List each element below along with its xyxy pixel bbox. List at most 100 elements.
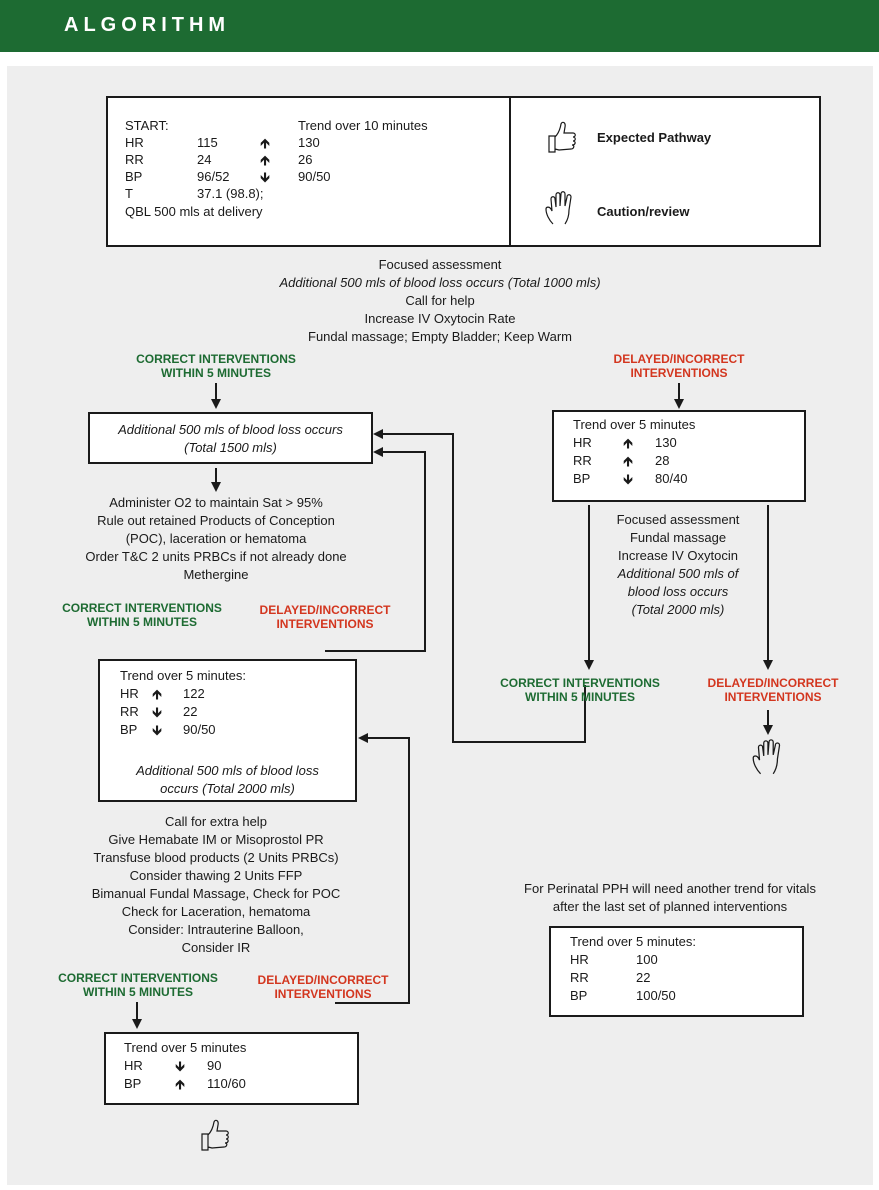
box-1500-line-2: (Total 1500 mls) <box>184 440 277 455</box>
open-hand-icon <box>543 190 579 228</box>
mid-trend-title: Trend over 5 minutes: <box>120 668 246 683</box>
after-2000-line-4: Consider thawing 2 Units FFP <box>129 868 303 883</box>
start-box-divider <box>509 97 511 246</box>
final-bp-key: BP <box>124 1076 142 1091</box>
mid-rr-key: RR <box>120 704 139 719</box>
focused-line-1: Focused assessment <box>378 257 502 272</box>
start-bp-value: 96/52 <box>197 169 230 184</box>
after-2000-line-2: Give Hemabate IM or Misoprostol PR <box>108 832 324 847</box>
mid-line-2: occurs (Total 2000 mls) <box>160 781 295 796</box>
start-label: START: <box>125 118 169 133</box>
arrow-up-icon: 🡹 <box>175 1076 186 1092</box>
right-trend-box <box>552 410 806 502</box>
focused-line-5: Fundal massage; Empty Bladder; Keep Warm <box>308 329 572 344</box>
arrow-up-icon: 🡹 <box>152 686 163 702</box>
box-1500-line-1: Additional 500 mls of blood loss occurs <box>118 422 343 437</box>
loop-delayed-to-mid <box>335 733 410 1004</box>
perinatal-rr-value: 22 <box>636 970 651 985</box>
page-title: ALGORITHM <box>64 14 231 36</box>
right-trend-title: Trend over 5 minutes <box>573 417 696 432</box>
open-hand-icon <box>750 738 788 778</box>
final-hr-key: HR <box>124 1058 143 1073</box>
perinatal-hr-value: 100 <box>636 952 658 967</box>
start-bp-key: BP <box>125 169 143 184</box>
mid-bp-key: BP <box>120 722 138 737</box>
after-1500-line-4: Order T&C 2 units PRBCs if not already d… <box>85 549 347 564</box>
perinatal-bp-key: BP <box>570 988 588 1003</box>
start-hr-key: HR <box>125 135 144 150</box>
perinatal-bp-value: 100/50 <box>636 988 676 1003</box>
arrow-down-icon: 🡻 <box>152 722 163 738</box>
focused-line-3: Call for help <box>405 293 475 308</box>
right-text-line-5: blood loss occurs <box>627 584 729 599</box>
mid-bp-value: 90/50 <box>183 722 216 737</box>
right-hr-value: 130 <box>655 435 677 450</box>
final-hr-value: 90 <box>207 1058 222 1073</box>
perinatal-trend-title: Trend over 5 minutes: <box>570 934 696 949</box>
start-hr-value: 115 <box>197 135 218 150</box>
right-bp-value: 80/40 <box>655 471 688 486</box>
caution-review-label: Caution/review <box>597 204 690 219</box>
start-bp-trend: 90/50 <box>298 169 331 184</box>
thumbs-up-icon <box>545 120 579 156</box>
start-qbl: QBL 500 mls at delivery <box>125 204 263 219</box>
arrow-up-icon: 🡹 <box>623 435 634 451</box>
right-text-line-1: Focused assessment <box>616 512 740 527</box>
after-2000-line-8: Consider IR <box>181 940 251 955</box>
perinatal-line-1: For Perinatal PPH will need another tren… <box>524 881 816 896</box>
right-text-line-6: (Total 2000 mls) <box>631 602 725 617</box>
arrow-down-icon: 🡻 <box>152 704 163 720</box>
after-1500-line-3: (POC), laceration or hematoma <box>125 531 307 546</box>
arrow-up-icon: 🡹 <box>260 135 271 151</box>
final-trend-box <box>104 1032 359 1105</box>
focused-line-4: Increase IV Oxytocin Rate <box>364 311 516 326</box>
blood-loss-1500-box <box>88 412 373 464</box>
right-text-line-4: Additional 500 mls of <box>617 566 739 581</box>
perinatal-trend-box <box>549 926 804 1017</box>
perinatal-rr-key: RR <box>570 970 589 985</box>
arrow-down-icon: 🡻 <box>175 1058 186 1074</box>
focused-line-2: Additional 500 mls of blood loss occurs … <box>279 275 601 290</box>
right-text-line-2: Fundal massage <box>629 530 727 545</box>
header-banner: ALGORITHM <box>0 0 879 52</box>
right-rr-key: RR <box>573 453 592 468</box>
mid-hr-value: 122 <box>183 686 205 701</box>
thumbs-up-icon <box>198 1118 232 1154</box>
final-bp-value: 110/60 <box>207 1076 246 1091</box>
after-2000-line-7: Consider: Intrauterine Balloon, <box>128 922 304 937</box>
right-bp-key: BP <box>573 471 591 486</box>
start-rr-value: 24 <box>197 152 212 167</box>
final-trend-title: Trend over 5 minutes <box>124 1040 247 1055</box>
start-box <box>106 96 821 247</box>
after-2000-line-3: Transfuse blood products (2 Units PRBCs) <box>93 850 339 865</box>
arrow-up-icon: 🡹 <box>623 453 634 469</box>
arrow-down-icon: 🡻 <box>623 471 634 487</box>
loop-correct-right-to-1500 <box>373 429 586 743</box>
after-1500-line-2: Rule out retained Products of Conception <box>97 513 335 528</box>
after-2000-line-6: Check for Laceration, hematoma <box>121 904 311 919</box>
after-2000-line-1: Call for extra help <box>165 814 267 829</box>
mid-rr-value: 22 <box>183 704 198 719</box>
mid-line-1: Additional 500 mls of blood loss <box>136 763 319 778</box>
right-hr-key: HR <box>573 435 592 450</box>
arrow-up-icon: 🡹 <box>260 152 271 168</box>
start-rr-trend: 26 <box>298 152 313 167</box>
after-1500-line-5: Methergine <box>183 567 249 582</box>
trend-10-label: Trend over 10 minutes <box>298 118 428 133</box>
mid-hr-key: HR <box>120 686 139 701</box>
right-text-line-3: Increase IV Oxytocin <box>618 548 738 563</box>
after-2000-line-5: Bimanual Fundal Massage, Check for POC <box>91 886 341 901</box>
start-rr-key: RR <box>125 152 144 167</box>
start-t-key: T <box>125 186 133 201</box>
perinatal-line-2: after the last set of planned interventi… <box>552 899 788 914</box>
mid-trend-box <box>98 659 357 802</box>
start-t-value: 37.1 (98.8); <box>197 186 264 201</box>
